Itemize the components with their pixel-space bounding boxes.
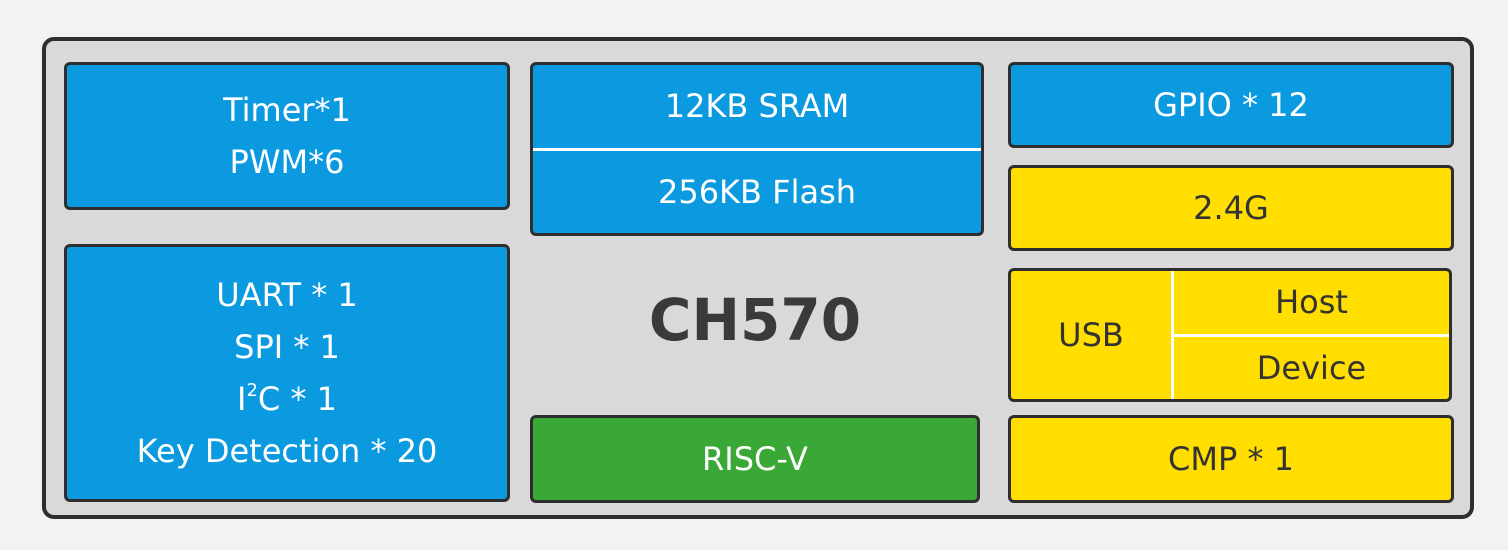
usb-block: USB Host Device xyxy=(1008,268,1452,402)
cmp-block: CMP * 1 xyxy=(1008,415,1454,503)
key-detection-label: Key Detection * 20 xyxy=(136,432,438,470)
radio-label: 2.4G xyxy=(1193,189,1269,227)
radio-2-4g-block: 2.4G xyxy=(1008,165,1454,251)
cmp-label: CMP * 1 xyxy=(1168,440,1294,478)
timer-pwm-block: Timer*1 PWM*6 xyxy=(64,62,510,210)
gpio-label: GPIO * 12 xyxy=(1153,86,1309,124)
sram-label: 12KB SRAM xyxy=(664,87,850,126)
uart-label: UART * 1 xyxy=(216,276,358,314)
chip-name: CH570 xyxy=(648,286,862,354)
pwm-label: PWM*6 xyxy=(229,143,345,181)
usb-device-label: Device xyxy=(1174,333,1449,400)
i2c-superscript: 2 xyxy=(246,380,258,401)
i2c-prefix: I xyxy=(237,380,247,418)
timer-label: Timer*1 xyxy=(223,91,351,129)
usb-modes: Host Device xyxy=(1174,271,1449,399)
i2c-label: I2C * 1 xyxy=(237,373,337,425)
i2c-suffix: C * 1 xyxy=(257,380,337,418)
communication-block: UART * 1 SPI * 1 I2C * 1 Key Detection *… xyxy=(64,244,510,502)
spi-label: SPI * 1 xyxy=(234,328,340,366)
gpio-block: GPIO * 12 xyxy=(1008,62,1454,148)
flash-label: 256KB Flash xyxy=(533,147,981,234)
risc-v-block: RISC-V xyxy=(530,415,980,503)
memory-block: 12KB SRAM 256KB Flash xyxy=(530,62,984,236)
risc-v-label: RISC-V xyxy=(702,440,808,478)
usb-host-label: Host xyxy=(1275,283,1348,322)
usb-label: USB xyxy=(1011,271,1174,399)
